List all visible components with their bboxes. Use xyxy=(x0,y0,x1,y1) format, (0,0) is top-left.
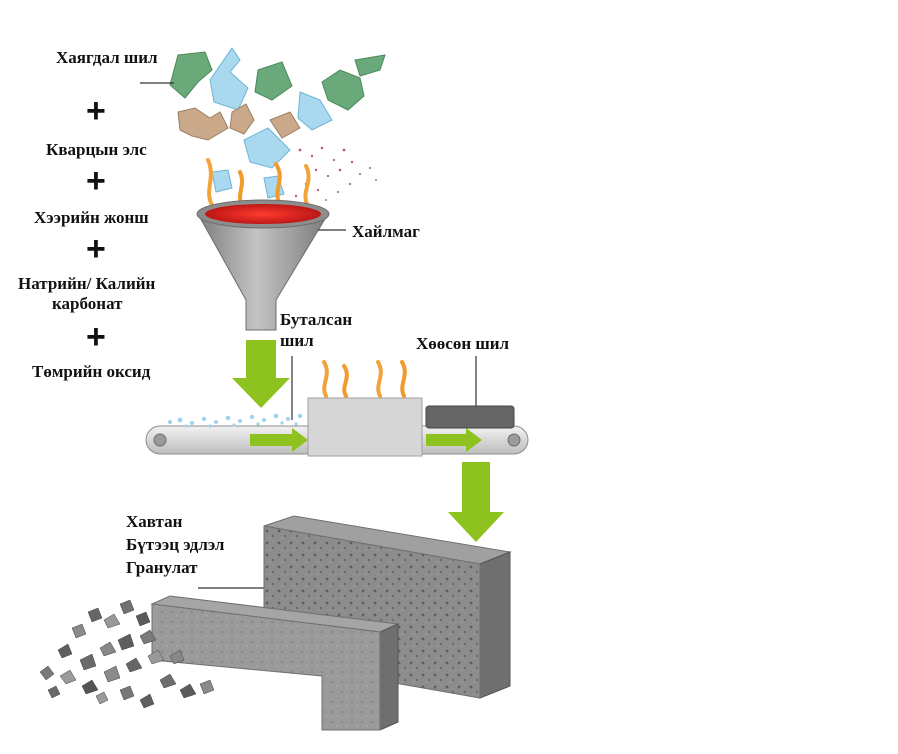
label-iron-oxide: Төмрийн оксид xyxy=(32,362,151,381)
plus-icon-4: + xyxy=(86,318,106,356)
label-waste-glass-text: Хаягдал шил xyxy=(56,48,158,67)
label-quartz-sand: Кварцын элс xyxy=(46,140,147,159)
plus-icon-1: + xyxy=(86,92,106,130)
crushed-glass-on-belt xyxy=(168,413,303,428)
label-crushed-glass-line1: Буталсан xyxy=(280,310,353,329)
foam-glass-block-l-shape xyxy=(150,595,400,731)
foam-glass-slab xyxy=(425,405,515,429)
furnace-flames xyxy=(322,360,407,398)
plus-icon-3: + xyxy=(86,230,106,268)
furnace-box xyxy=(307,397,423,457)
label-waste-glass: Хаягдал шил xyxy=(56,48,158,68)
plus-icon-2: + xyxy=(86,162,106,200)
arrow-down-icon xyxy=(232,340,290,408)
label-carbonate-line2: карбонат xyxy=(52,294,123,313)
label-feldspar: Хээрийн жонш xyxy=(34,208,149,227)
label-carbonate-line1: Натрийн/ Калийн xyxy=(18,274,156,293)
label-product-tile: Хавтан xyxy=(126,512,183,531)
label-crushed-glass-line2: шил xyxy=(280,331,314,350)
melting-funnel xyxy=(196,199,330,331)
sand-particles xyxy=(294,146,377,201)
label-melt: Хайлмаг xyxy=(352,222,420,241)
belt-arrow-right-icon xyxy=(426,428,482,452)
waste-glass-shards xyxy=(169,47,386,199)
arrow-down-products-icon xyxy=(448,462,504,542)
label-product-granulate: Гранулат xyxy=(126,558,198,577)
leader-lines xyxy=(140,82,477,589)
label-foam-glass: Хөөсөн шил xyxy=(416,334,510,353)
belt-arrow-left-icon xyxy=(250,428,308,452)
label-product-structural: Бүтээц эдлэл xyxy=(126,535,225,554)
granulate-pile xyxy=(39,599,215,709)
